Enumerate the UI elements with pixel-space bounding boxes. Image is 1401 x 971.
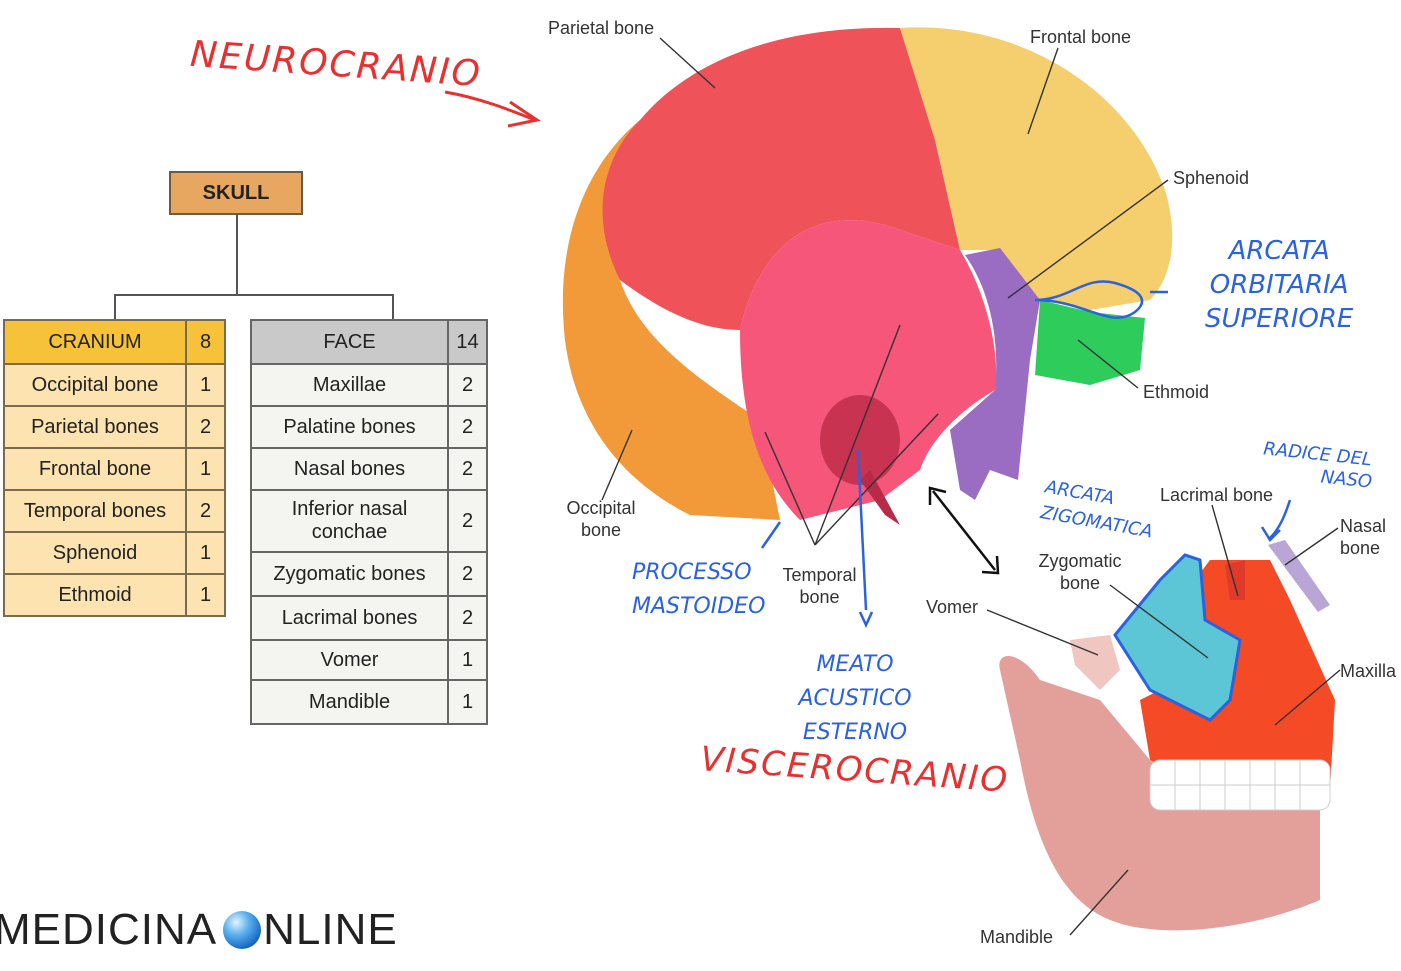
mastoid-process-shape (860, 470, 900, 525)
label-frontal-bone: Frontal bone (1030, 27, 1132, 47)
bone-count: 1 (185, 531, 226, 575)
bone-count: 1 (185, 447, 226, 491)
bone-name: Ethmoid (3, 573, 187, 617)
bone-count: 2 (447, 489, 488, 553)
bone-name: Palatine bones (250, 405, 449, 449)
annotation-line: MEATO (816, 652, 894, 677)
bone-count: 1 (447, 639, 488, 681)
teeth-row (1149, 759, 1331, 811)
label-vomer: Vomer (926, 597, 979, 617)
logo-text-right: NLINE (263, 905, 398, 954)
bone-count: 2 (447, 551, 488, 597)
bone-name: Inferior nasal conchae (250, 489, 449, 553)
annotation-meato-acustico: MEATO ACUSTICO ESTERNO (780, 648, 930, 750)
bone-name: Vomer (250, 639, 449, 681)
bone-name: Mandible (250, 679, 449, 725)
neurocranio-arrow (444, 90, 541, 128)
face-header-row: FACE 14 (250, 319, 488, 365)
bone-count: 2 (447, 595, 488, 641)
label-occipital-bone: Occipital bone (566, 498, 636, 540)
bone-count: 2 (185, 405, 226, 449)
annotation-line: ORBITARIA (1209, 270, 1349, 300)
label-temporal-bone: Temporal bone (782, 565, 857, 607)
skull-root-box: SKULL (169, 171, 303, 215)
annotation-processo-mastoideo: PROCESSO MASTOIDEO (632, 556, 765, 624)
globe-icon (223, 911, 262, 949)
label-maxilla: Maxilla (1340, 661, 1397, 681)
bone-name: Temporal bones (3, 489, 187, 533)
leader-lines (601, 37, 1341, 936)
bone-count: 1 (185, 573, 226, 617)
vomer-bone-shape (1070, 635, 1120, 690)
bone-name: Lacrimal bones (250, 595, 449, 641)
bone-name: Nasal bones (250, 447, 449, 491)
tree-connector (392, 294, 394, 320)
bone-count: 2 (447, 405, 488, 449)
face-count: 14 (447, 319, 488, 365)
skull-root-label: SKULL (202, 181, 270, 204)
bone-count: 1 (447, 679, 488, 725)
bone-name: Sphenoid (3, 531, 187, 575)
cranium-header-row: CRANIUM 8 (3, 319, 226, 365)
zygomatic-bone-shape (1113, 553, 1242, 722)
label-ethmoid: Ethmoid (1143, 382, 1210, 402)
annotation-line: ARCATA (1228, 236, 1330, 266)
annotation-arcata-orbitaria: ARCATA ORBITARIA SUPERIORE (1205, 234, 1353, 336)
nasal-bone-shape (1268, 540, 1330, 612)
meatus-shape (820, 395, 900, 485)
annotation-line: PROCESSO (632, 560, 752, 585)
sphenoid-bone-shape (950, 248, 1040, 500)
bone-name: Frontal bone (3, 447, 187, 491)
frontal-bone-shape (900, 27, 1173, 310)
bone-count: 2 (447, 363, 488, 407)
blue-annotation-strokes (760, 280, 1292, 628)
label-lacrimal-bone: Lacrimal bone (1160, 485, 1274, 505)
bone-count: 1 (185, 363, 226, 407)
ethmoid-bone-shape (1035, 300, 1145, 385)
cranium-count: 8 (185, 319, 226, 365)
bone-name: Zygomatic bones (250, 551, 449, 597)
bone-name: Maxillae (250, 363, 449, 407)
double-arrow (928, 486, 1000, 575)
label-sphenoid: Sphenoid (1173, 168, 1250, 188)
tree-connector (236, 215, 238, 295)
bone-count: 2 (447, 447, 488, 491)
annotation-line: SUPERIORE (1205, 304, 1354, 334)
tree-connector (114, 294, 394, 296)
annotation-line: ESTERNO (802, 720, 908, 745)
parietal-bone-shape (602, 27, 960, 330)
annotation-line: ACUSTICO (798, 686, 912, 711)
annotation-line: MASTOIDEO (632, 594, 766, 619)
logo-text-left: MEDICINA (0, 905, 218, 954)
bone-name: Occipital bone (3, 363, 187, 407)
medicina-online-logo: MEDICINA NLINE (0, 905, 398, 955)
temporal-bone-shape (740, 220, 997, 520)
bone-name: Parietal bones (3, 405, 187, 449)
label-zygomatic-bone: Zygomatic bone (1038, 551, 1122, 593)
face-header: FACE (250, 319, 449, 365)
tree-connector (114, 294, 116, 320)
label-parietal-bone: Parietal bone (548, 18, 655, 38)
label-mandible: Mandible (980, 927, 1054, 947)
bone-count: 2 (185, 489, 226, 533)
cranium-header: CRANIUM (3, 319, 187, 365)
label-nasal-bone: Nasal bone (1340, 516, 1387, 558)
